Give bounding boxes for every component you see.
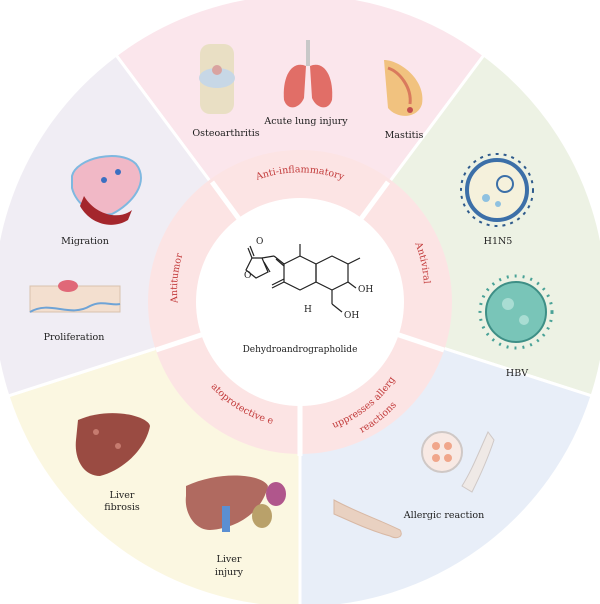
lungs-icon <box>283 40 333 108</box>
injured-liver-icon <box>185 475 286 532</box>
chemical-structure <box>245 244 361 313</box>
tumor-proliferation-icon <box>29 280 121 313</box>
petri-dish-icon <box>421 431 463 473</box>
atom-o: O <box>256 237 263 247</box>
disease-liver-injury-1: Liver <box>217 554 242 565</box>
tumor-migration: Migration <box>61 236 109 247</box>
disease-hbv: HBV <box>506 368 528 379</box>
h1n5-virus-icon <box>460 153 534 227</box>
fibrotic-liver-icon <box>75 413 150 476</box>
center-circle <box>196 198 404 406</box>
breast-tissue-icon <box>384 60 423 116</box>
disease-liver-fibrosis-2: fibrosis <box>104 502 140 513</box>
disease-liver-fibrosis-1: Liver <box>110 490 135 501</box>
disease-acute-lung-injury: Acute lung injury <box>263 116 348 127</box>
atom-o-ring: O <box>244 271 251 281</box>
hbv-virus-icon <box>478 274 554 350</box>
tumor-migration-icon <box>71 155 142 225</box>
hand-icon <box>333 431 495 539</box>
disease-h1n5: H1N5 <box>484 236 513 247</box>
inner-ring <box>148 150 452 456</box>
atom-oh-2: OH <box>344 311 359 321</box>
disease-osteoarthritis: Osteoarthritis <box>192 128 259 139</box>
tumor-proliferation: Proliferation <box>44 332 105 343</box>
disease-liver-injury-2: injury <box>215 567 244 578</box>
knee-joint-icon <box>199 44 235 114</box>
compound-name: Dehydroandrographolide <box>243 345 358 355</box>
disease-allergic-reaction: Allergic reaction <box>403 510 484 521</box>
disease-mastitis: Mastitis <box>385 130 424 141</box>
atom-h: H <box>304 305 312 315</box>
atom-oh-1: OH <box>358 285 373 295</box>
